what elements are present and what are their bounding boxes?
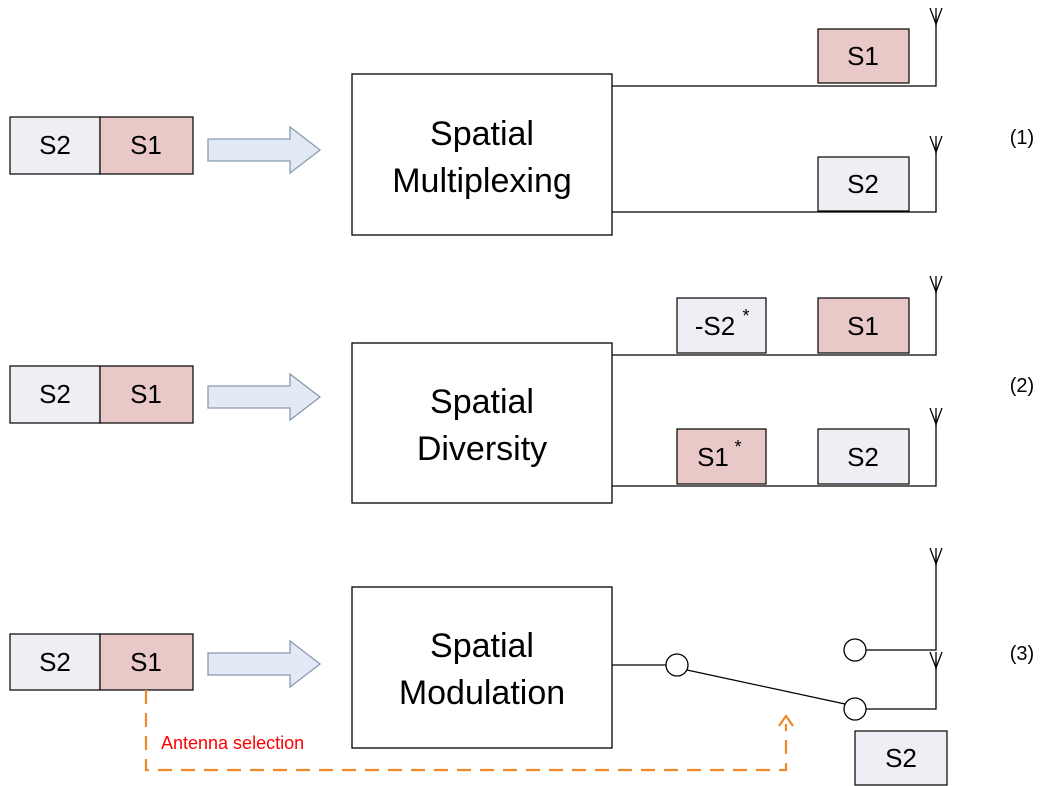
spatial-diversity-block (351, 342, 613, 504)
input-symbol-s2: S2 (39, 379, 71, 409)
antenna-icon (929, 7, 943, 45)
block-arrow-icon (207, 373, 321, 421)
input-symbol-pair: S2 S1 (9, 365, 194, 424)
output-symbol-box (817, 156, 910, 212)
output-line-top (612, 44, 937, 87)
row-spatial-multiplexing: S2 S1 Spatial Multiplexing S1 S2 (1) (9, 7, 1034, 236)
input-symbol-s1: S1 (130, 379, 162, 409)
conjugate-superscript: * (742, 306, 749, 326)
block-title-line2: Modulation (399, 674, 565, 712)
equation-label: (3) (1010, 643, 1034, 665)
block-arrow-icon (207, 640, 321, 688)
antenna-selection-label: Antenna selection (161, 733, 304, 753)
output-symbol-s1: S1 (847, 41, 879, 71)
block-arrow-icon (207, 126, 321, 174)
antenna-selection-path (144, 690, 788, 772)
block-title-line2: Multiplexing (392, 162, 572, 200)
input-symbol-pair: S2 S1 (9, 633, 194, 691)
output-symbol-s2: S2 (885, 743, 917, 773)
antenna-icon (929, 407, 943, 445)
block-title-line1: Spatial (430, 627, 534, 665)
antenna-icon (929, 547, 943, 585)
block-title-line1: Spatial (430, 383, 534, 421)
input-symbol-s1: S1 (130, 647, 162, 677)
row-spatial-diversity: S2 S1 Spatial Diversity -S2 * S1 S1 * S2… (9, 275, 1034, 504)
output-line-bottom (612, 444, 937, 487)
antenna-feed-line (866, 688, 937, 710)
input-symbol-s2: S2 (39, 647, 71, 677)
output-symbol-s2: S2 (847, 442, 879, 472)
output-symbol-box (676, 428, 767, 485)
antenna-icon (929, 135, 943, 173)
output-symbol-box (676, 297, 767, 354)
output-symbol-s2: S2 (847, 169, 879, 199)
equation-label: (1) (1010, 127, 1034, 149)
antenna-icon (929, 651, 943, 689)
switch-node-icon (843, 638, 867, 662)
arrow-head-icon (778, 714, 794, 727)
output-symbol-box (854, 730, 948, 786)
output-symbol-box (817, 428, 910, 485)
block-title-line2: Diversity (417, 430, 547, 468)
switch-node-icon (665, 653, 689, 677)
antenna-feed-line (866, 584, 937, 651)
output-line-bottom (612, 172, 937, 213)
antenna-icon (929, 275, 943, 313)
output-symbol-s1: S1 (697, 442, 729, 472)
equation-label: (2) (1010, 375, 1034, 397)
spatial-multiplexing-block (351, 73, 613, 236)
output-line-top (612, 312, 937, 356)
switch-node-icon (843, 697, 867, 721)
output-symbol-s1: S1 (847, 311, 879, 341)
input-symbol-s2: S2 (39, 130, 71, 160)
output-symbol-box (817, 28, 910, 84)
spatial-modulation-block (351, 586, 613, 749)
conjugate-superscript: * (734, 437, 741, 457)
output-symbol-neg-s2: -S2 (695, 311, 735, 341)
output-symbol-box (817, 297, 910, 354)
switch-arm (686, 669, 846, 705)
input-symbol-pair: S2 S1 (9, 116, 194, 175)
input-symbol-s1: S1 (130, 130, 162, 160)
block-title-line1: Spatial (430, 115, 534, 153)
row-spatial-modulation: S2 S1 Spatial Modulation S2 Antenna sele… (9, 547, 1034, 786)
